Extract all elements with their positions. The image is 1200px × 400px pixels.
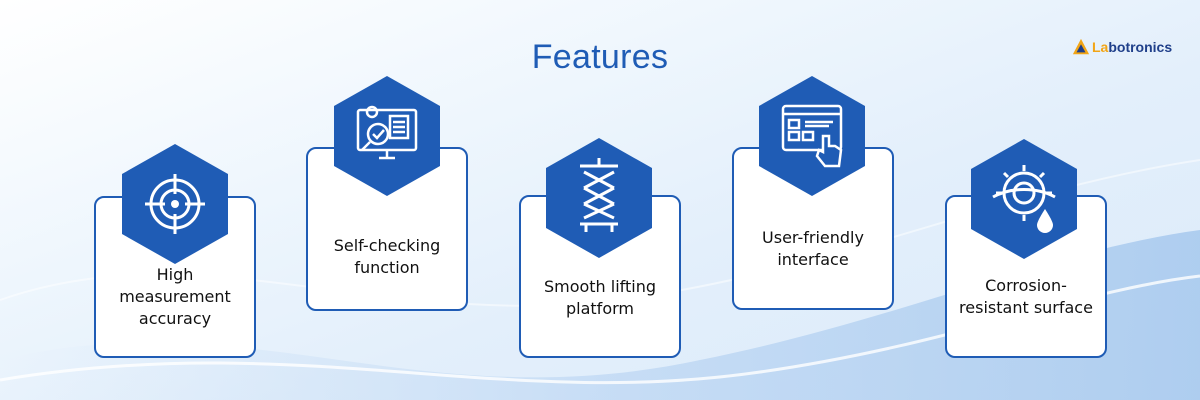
- feature-label: Self-checking function: [333, 236, 441, 277]
- page-title: Features: [531, 38, 669, 76]
- triangle-logo-icon: [1072, 38, 1090, 55]
- feature-label: Smooth lifting platform: [543, 276, 657, 318]
- monitor-magnifier-check-icon: [334, 76, 440, 196]
- brand-logo: Labotronics: [1072, 38, 1172, 56]
- gear-droplet-icon: [971, 139, 1077, 259]
- scissor-lift-icon: [546, 138, 652, 258]
- brand-name-rest: botronics: [1108, 39, 1173, 55]
- feature-label: User-friendly interface: [762, 227, 864, 269]
- brand-name-first: La: [1092, 39, 1109, 55]
- crosshair-target-icon: [122, 144, 228, 264]
- window-hand-click-icon: [759, 76, 865, 196]
- feature-label: Corrosion-resistant surface: [959, 275, 1093, 317]
- feature-label: High measurement accuracy: [119, 265, 231, 328]
